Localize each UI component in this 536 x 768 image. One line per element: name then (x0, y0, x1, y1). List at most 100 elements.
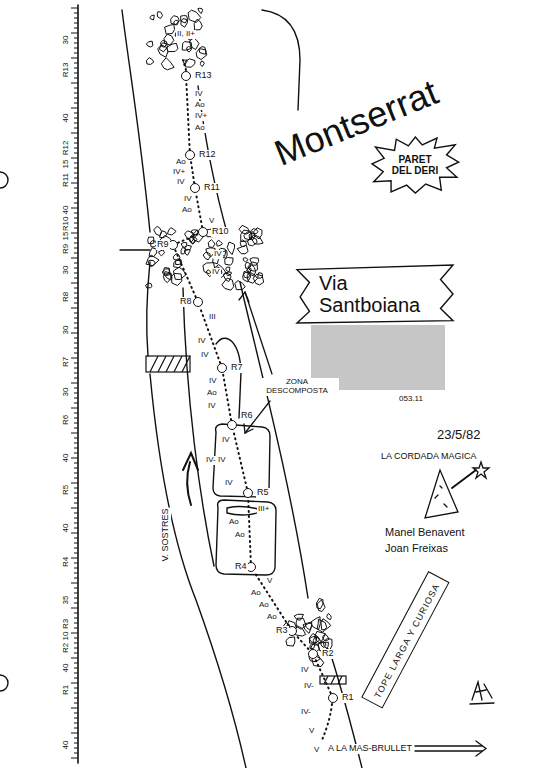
belay-station: R5 (243, 488, 253, 498)
belay-station: R6 (227, 420, 237, 430)
ruler-tick (74, 318, 78, 319)
ruler-tick (71, 8, 78, 9)
magic-wand (452, 470, 476, 488)
ruler-tick (71, 583, 78, 584)
pitch-grade: IV (183, 195, 193, 204)
ruler-tick (74, 213, 78, 214)
ruler-tick (74, 698, 78, 699)
pitch-grade: Ao (181, 206, 193, 215)
belay-station: R4 (246, 562, 256, 572)
pitch-grade: III (208, 313, 217, 322)
ruler-tick (74, 348, 78, 349)
ruler-tick (74, 543, 78, 544)
ruler-mark: 40 (62, 205, 71, 216)
ruler-mark: 30 (62, 387, 71, 398)
ruler-tick (74, 93, 78, 94)
ruler-tick (74, 343, 78, 344)
ruler-tick (74, 293, 78, 294)
rock (286, 637, 295, 646)
ruler-tick (71, 458, 78, 459)
route-pitch (191, 160, 194, 183)
route-pitch (196, 193, 202, 227)
belay-station: R7 (217, 363, 227, 373)
ruler-tick (71, 708, 78, 709)
ruler-tick (74, 378, 78, 379)
ruler-tick (74, 468, 78, 469)
ruler-tick (71, 633, 78, 634)
pitch-grade: IV (197, 337, 207, 346)
ruler-tick (74, 688, 78, 689)
ruler-tick (74, 253, 78, 254)
ruler-tick (74, 188, 78, 189)
ruler-tick (71, 108, 78, 109)
banner-shape-outline (297, 265, 453, 323)
ruler-tick (74, 63, 78, 64)
ruler-tick (74, 368, 78, 369)
pitch-grade: Ao (266, 613, 278, 622)
pitch-grade: IV- (303, 682, 315, 691)
node-text: R4 (234, 562, 248, 572)
ruler-tick (74, 548, 78, 549)
ruler-tick (74, 743, 78, 744)
ruler-tick (74, 178, 78, 179)
ruler-mark: 30 (62, 265, 71, 276)
ruler-mark: 15 (62, 159, 71, 170)
rock (185, 59, 195, 67)
ruler-tick (74, 403, 78, 404)
rock (225, 258, 233, 266)
ruler-tick (74, 638, 78, 639)
pitch-grade: IV (207, 402, 217, 411)
ruler-tick (74, 118, 78, 119)
rock (199, 47, 206, 55)
ruler-tick (71, 383, 78, 384)
ruler-tick (71, 233, 78, 234)
route-pitch (200, 307, 220, 363)
ruler-tick (74, 128, 78, 129)
pitch-grade: Ao (234, 531, 246, 540)
pitch-grade: V (266, 577, 273, 586)
pitch-grade: IV- IV (205, 456, 227, 465)
ruler-tick (74, 228, 78, 229)
ruler-mark: R1 (62, 684, 71, 696)
route-pitch (248, 498, 251, 562)
ruler-tick (74, 453, 78, 454)
hat-stars (435, 486, 447, 507)
pitch-grade: IV- (300, 708, 312, 717)
rock (222, 278, 234, 290)
ruler-mark: 10 (62, 631, 71, 642)
rock (174, 20, 179, 25)
ruler-mark: 30 (62, 35, 71, 46)
ruler-tick (71, 408, 78, 409)
zone-note: ZONA DESCOMPOSTA (255, 378, 339, 396)
node-text: R6 (240, 411, 254, 421)
ruler-tick (71, 83, 78, 84)
rock (171, 16, 180, 25)
ruler-tick (74, 443, 78, 444)
rock (258, 273, 263, 279)
ruler-mark: R6 (62, 414, 71, 426)
ruler-tick (71, 183, 78, 184)
ruler-tick (74, 123, 78, 124)
ruler-tick (71, 283, 78, 284)
ruler-tick (74, 138, 78, 139)
ruler-tick (74, 313, 78, 314)
ruler-tick (74, 248, 78, 249)
ruler-tick (74, 703, 78, 704)
wall-edge (122, 10, 150, 232)
rock (159, 43, 167, 52)
reference-number: 053.11 (398, 395, 424, 404)
ruler-tick (74, 98, 78, 99)
ruler-tick (74, 623, 78, 624)
ruler-tick (74, 488, 78, 489)
route-pitch (175, 250, 196, 297)
ruler-tick (74, 413, 78, 414)
loose-rock (146, 8, 332, 666)
belay-station: R10 (198, 227, 208, 237)
ruler-mark: 40 (62, 453, 71, 464)
pitch-grade: IV (200, 351, 210, 360)
rock (208, 240, 215, 248)
pitch-grade: Ao (194, 101, 206, 110)
node-text: R11 (203, 183, 221, 193)
ruler-tick (74, 588, 78, 589)
ruler-tick (74, 353, 78, 354)
